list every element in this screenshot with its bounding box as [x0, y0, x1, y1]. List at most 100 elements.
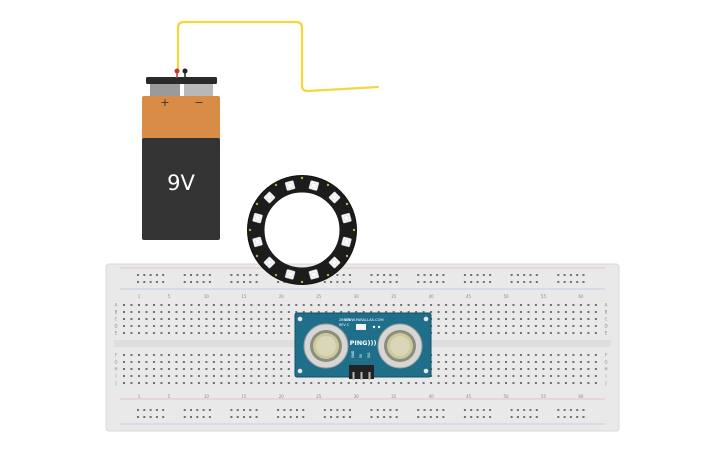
terminal-hole[interactable]	[512, 318, 515, 320]
rail-hole[interactable]	[576, 274, 579, 276]
rail-hole[interactable]	[395, 281, 398, 283]
rail-hole[interactable]	[349, 274, 351, 276]
terminal-hole[interactable]	[130, 382, 133, 384]
terminal-hole[interactable]	[250, 382, 253, 384]
rail-hole[interactable]	[489, 409, 492, 411]
rail-hole[interactable]	[370, 281, 373, 283]
terminal-hole[interactable]	[527, 325, 530, 327]
terminal-hole[interactable]	[265, 375, 268, 377]
rail-hole[interactable]	[516, 274, 519, 276]
terminal-hole[interactable]	[130, 361, 133, 363]
terminal-hole[interactable]	[250, 361, 253, 363]
rail-hole[interactable]	[236, 416, 239, 418]
terminal-hole[interactable]	[490, 354, 493, 356]
rail-hole[interactable]	[470, 274, 473, 276]
terminal-hole[interactable]	[272, 375, 275, 377]
terminal-hole[interactable]	[437, 382, 440, 384]
terminal-hole[interactable]	[310, 311, 313, 313]
terminal-hole[interactable]	[145, 361, 148, 363]
terminal-hole[interactable]	[242, 361, 245, 363]
terminal-hole[interactable]	[190, 304, 193, 306]
terminal-hole[interactable]	[145, 325, 148, 327]
ring-pad[interactable]	[326, 183, 330, 187]
terminal-hole[interactable]	[182, 368, 185, 370]
terminal-hole[interactable]	[407, 304, 410, 306]
terminal-hole[interactable]	[212, 325, 215, 327]
terminal-hole[interactable]	[212, 311, 215, 313]
terminal-hole[interactable]	[167, 304, 170, 306]
rail-hole[interactable]	[370, 409, 373, 411]
terminal-hole[interactable]	[235, 332, 238, 334]
terminal-hole[interactable]	[130, 368, 133, 370]
terminal-hole[interactable]	[377, 304, 380, 306]
neopixel-led[interactable]	[263, 191, 276, 204]
rail-hole[interactable]	[283, 409, 286, 411]
rail-hole[interactable]	[342, 409, 345, 411]
terminal-hole[interactable]	[400, 304, 403, 306]
terminal-hole[interactable]	[227, 368, 230, 370]
rail-hole[interactable]	[196, 274, 199, 276]
rail-hole[interactable]	[202, 274, 205, 276]
terminal-hole[interactable]	[579, 318, 582, 320]
terminal-hole[interactable]	[160, 311, 163, 313]
rail-hole[interactable]	[230, 409, 233, 411]
rail-hole[interactable]	[423, 281, 426, 283]
terminal-hole[interactable]	[167, 375, 170, 377]
terminal-hole[interactable]	[123, 311, 125, 313]
terminal-hole[interactable]	[220, 375, 223, 377]
terminal-hole[interactable]	[497, 361, 500, 363]
terminal-hole[interactable]	[452, 375, 455, 377]
terminal-hole[interactable]	[572, 382, 575, 384]
terminal-hole[interactable]	[295, 382, 298, 384]
rail-hole[interactable]	[162, 274, 165, 276]
terminal-hole[interactable]	[482, 304, 485, 306]
terminal-hole[interactable]	[527, 318, 530, 320]
terminal-hole[interactable]	[152, 354, 155, 356]
rail-hole[interactable]	[442, 281, 445, 283]
terminal-hole[interactable]	[572, 304, 575, 306]
rail-hole[interactable]	[302, 416, 305, 418]
terminal-hole[interactable]	[519, 354, 522, 356]
terminal-hole[interactable]	[460, 304, 463, 306]
terminal-hole[interactable]	[362, 304, 365, 306]
terminal-hole[interactable]	[542, 332, 545, 334]
rail-hole[interactable]	[523, 274, 526, 276]
terminal-hole[interactable]	[280, 361, 283, 363]
terminal-hole[interactable]	[145, 368, 148, 370]
terminal-hole[interactable]	[549, 311, 552, 313]
terminal-hole[interactable]	[534, 361, 537, 363]
rail-hole[interactable]	[249, 274, 252, 276]
terminal-hole[interactable]	[504, 375, 507, 377]
terminal-hole[interactable]	[475, 304, 478, 306]
terminal-hole[interactable]	[482, 354, 485, 356]
rail-hole[interactable]	[417, 409, 420, 411]
rail-hole[interactable]	[582, 416, 585, 418]
terminal-hole[interactable]	[467, 318, 470, 320]
terminal-hole[interactable]	[167, 325, 170, 327]
terminal-hole[interactable]	[534, 304, 537, 306]
rail-hole[interactable]	[190, 281, 192, 283]
terminal-hole[interactable]	[182, 354, 185, 356]
terminal-hole[interactable]	[242, 311, 245, 313]
terminal-hole[interactable]	[212, 368, 215, 370]
ring-pad[interactable]	[255, 202, 259, 206]
terminal-hole[interactable]	[467, 361, 470, 363]
terminal-hole[interactable]	[587, 368, 590, 370]
terminal-hole[interactable]	[579, 325, 582, 327]
terminal-hole[interactable]	[445, 368, 448, 370]
terminal-hole[interactable]	[182, 382, 185, 384]
terminal-hole[interactable]	[265, 304, 268, 306]
rail-hole[interactable]	[277, 416, 280, 418]
rail-hole[interactable]	[436, 274, 439, 276]
terminal-hole[interactable]	[490, 361, 493, 363]
terminal-hole[interactable]	[265, 368, 268, 370]
rail-hole[interactable]	[535, 409, 538, 411]
rail-hole[interactable]	[149, 281, 152, 283]
terminal-hole[interactable]	[302, 311, 305, 313]
terminal-hole[interactable]	[475, 332, 478, 334]
terminal-hole[interactable]	[512, 325, 515, 327]
terminal-hole[interactable]	[572, 354, 575, 356]
rail-hole[interactable]	[236, 409, 239, 411]
terminal-hole[interactable]	[175, 304, 178, 306]
terminal-hole[interactable]	[437, 318, 440, 320]
